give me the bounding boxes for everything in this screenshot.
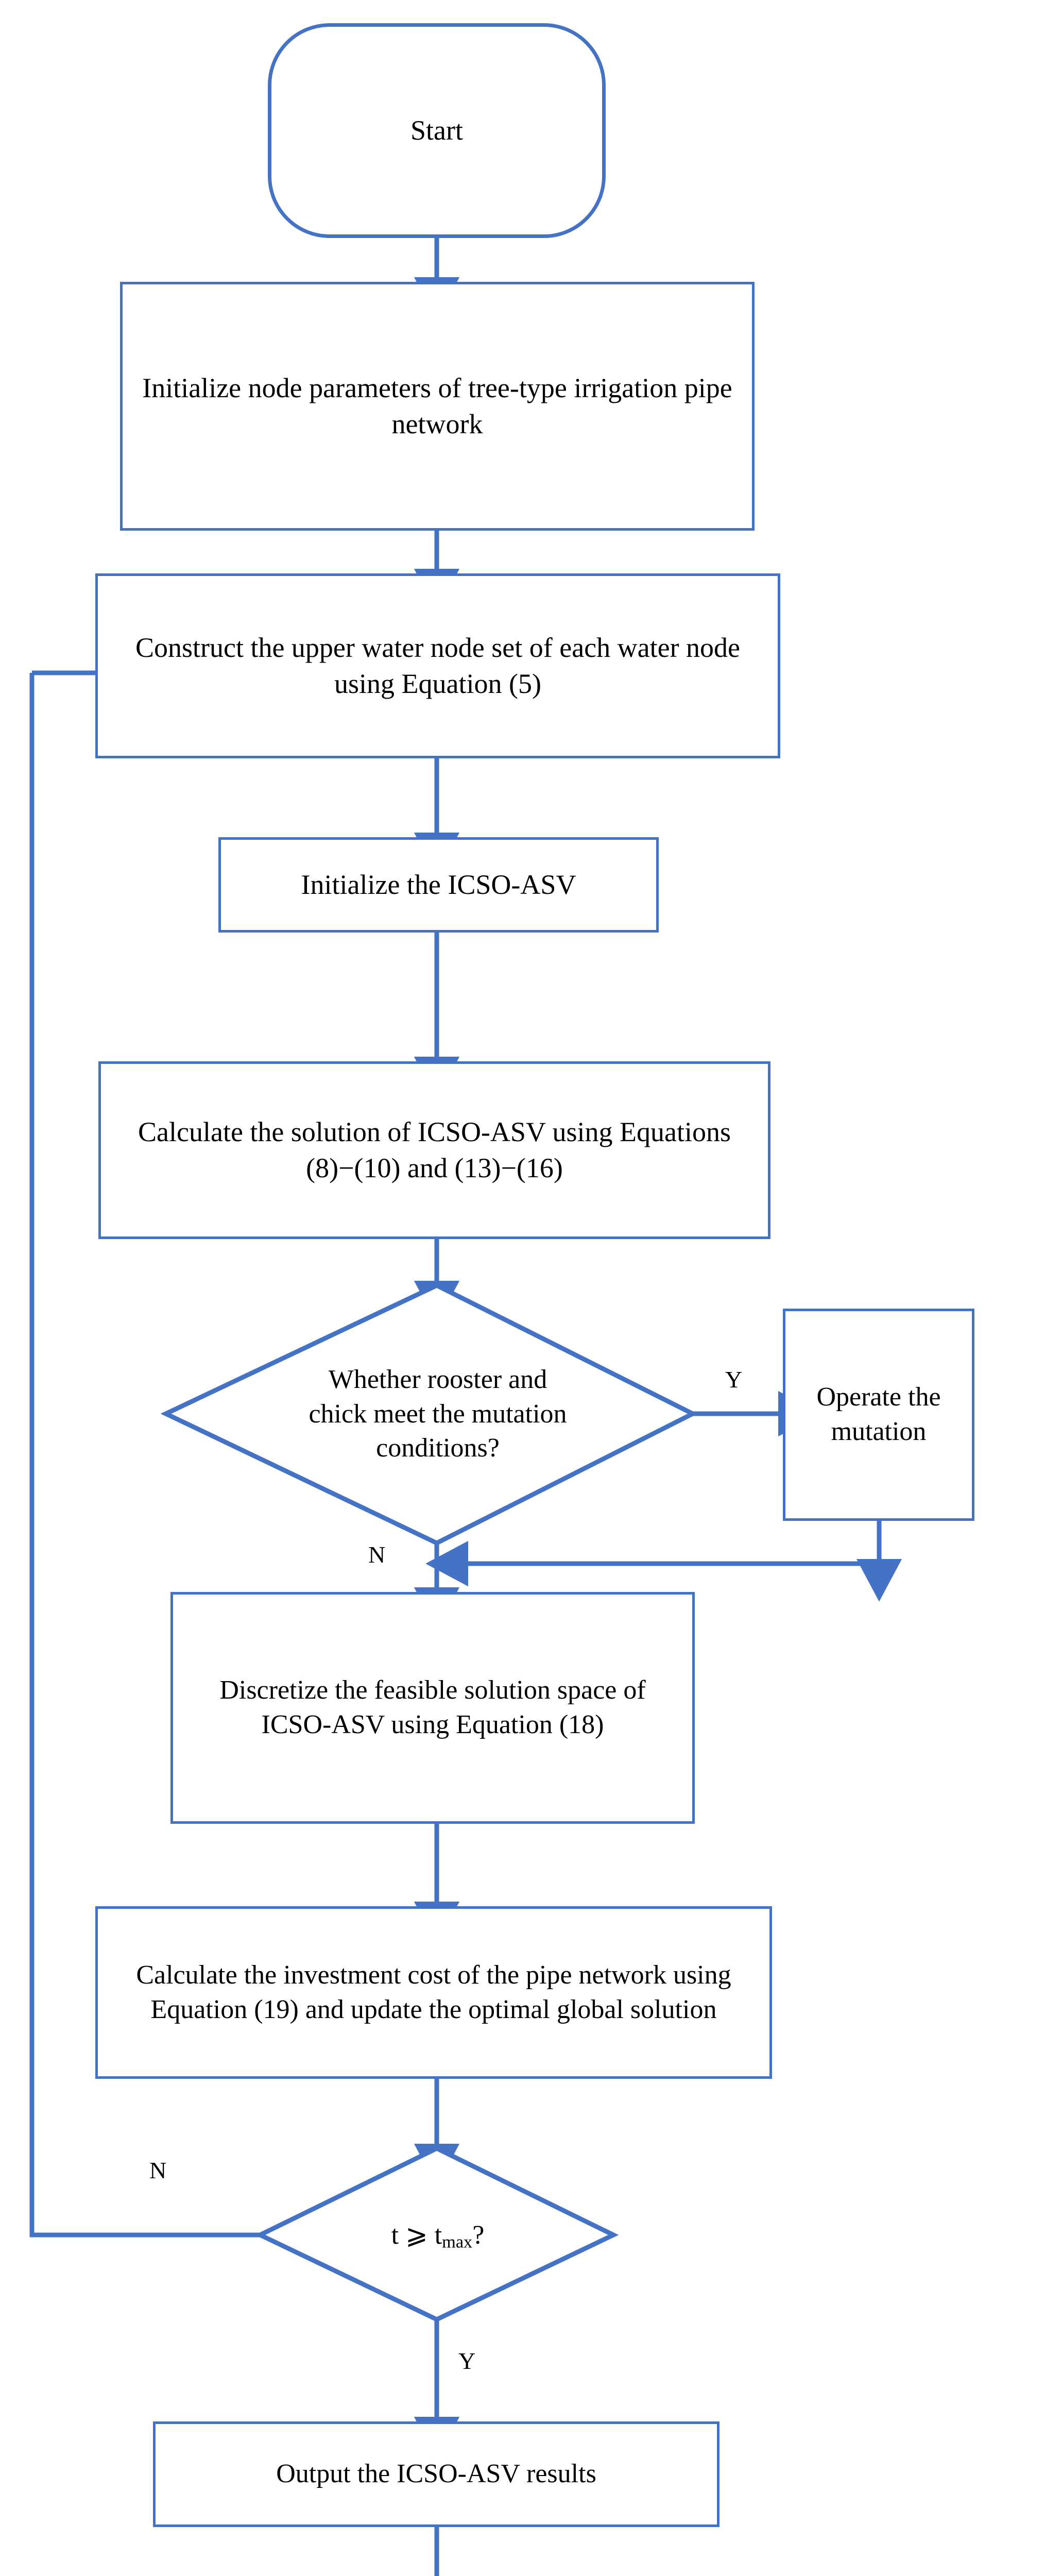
node-discretize: Discretize the feasible solution space o… [170, 1592, 695, 1824]
node-discretize-label: Discretize the feasible solution space o… [219, 1675, 646, 1739]
node-start-label: Start [410, 114, 463, 146]
node-mutation-check-line2: chick meet the mutation [309, 1399, 567, 1429]
node-calculate-solution-label: Calculate the solution of ICSO-ASV using… [138, 1116, 731, 1183]
edge-termination-no-loopback [29, 673, 348, 2238]
node-initialize-parameters: Initialize node parameters of tree-type … [120, 282, 755, 531]
node-operate-mutation-label: Operate the mutation [816, 1382, 941, 1446]
node-termination-check-label: t ⩾ tmax? [391, 2220, 485, 2252]
node-initialize-icso-asv: Initialize the ICSO-ASV [218, 837, 659, 933]
node-mutation-check-line1: Whether rooster and [328, 1365, 547, 1395]
node-calculate-solution: Calculate the solution of ICSO-ASV using… [98, 1061, 770, 1239]
edge-operate-mutation-merge [425, 1521, 882, 1587]
node-initialize-icso-asv-label: Initialize the ICSO-ASV [301, 869, 576, 900]
node-calculate-cost-label: Calculate the investment cost of the pip… [136, 1960, 731, 2024]
node-output-results: Output the ICSO-ASV results [153, 2421, 719, 2527]
edge-label-termination-yes: Y [458, 2348, 476, 2374]
edge-label-mutation-no: N [368, 1541, 386, 1568]
edge-label-mutation-yes: Y [725, 1366, 743, 1393]
node-initialize-parameters-label: Initialize node parameters of tree-type … [142, 372, 732, 439]
node-mutation-check: Whether rooster and chick meet the mutat… [191, 1350, 685, 1479]
node-operate-mutation: Operate the mutation [783, 1309, 974, 1521]
node-construct-upper-water-node-set-label: Construct the upper water node set of ea… [135, 632, 741, 699]
node-calculate-cost: Calculate the investment cost of the pip… [95, 1906, 772, 2079]
node-construct-upper-water-node-set: Construct the upper water node set of ea… [95, 573, 780, 758]
node-output-results-label: Output the ICSO-ASV results [276, 2459, 596, 2489]
node-start: Start [268, 23, 606, 238]
node-termination-check: t ⩾ tmax? [330, 2215, 546, 2257]
edge-label-termination-no: N [149, 2157, 167, 2183]
node-mutation-check-line3: conditions? [376, 1433, 500, 1463]
